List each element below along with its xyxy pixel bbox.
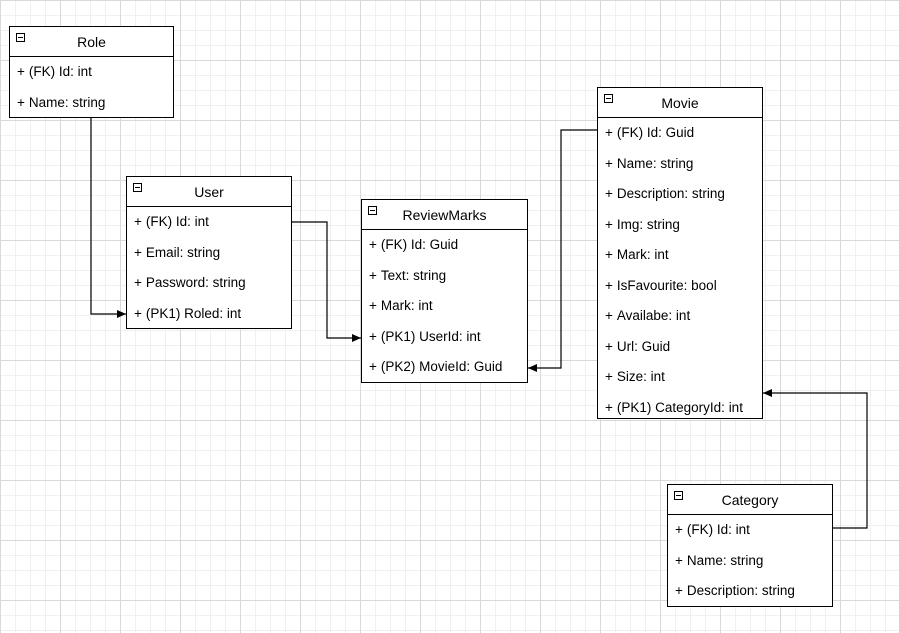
attribute-prefix: + [17, 94, 25, 110]
attribute-text: Mark: int [616, 247, 669, 262]
entity-reviewmarks-header[interactable]: ReviewMarks [362, 200, 527, 230]
attribute-prefix: + [134, 214, 142, 229]
entity-user-header[interactable]: User [127, 177, 291, 207]
attribute-prefix: + [605, 247, 613, 262]
attribute-row[interactable]: +Url: Guid [598, 332, 762, 363]
attribute-prefix: + [369, 359, 377, 374]
attribute-text: Name: string [686, 552, 764, 568]
collapse-icon[interactable] [133, 183, 142, 192]
attribute-text: Img: string [616, 216, 680, 232]
attribute-row[interactable]: +Text: string [362, 261, 527, 292]
connector-movie-reviewmarks[interactable] [528, 129, 597, 372]
entity-movie-title: Movie [661, 95, 699, 111]
entity-reviewmarks[interactable]: ReviewMarks +(FK) Id: Guid +Text: string… [361, 199, 528, 383]
attribute-text: Password: string [145, 275, 246, 290]
connector-user-reviewmarks[interactable] [292, 221, 361, 342]
collapse-icon[interactable] [674, 491, 683, 500]
attribute-text: Description: string [616, 186, 725, 201]
attribute-text: Text: string [380, 267, 447, 283]
attribute-prefix: + [369, 328, 377, 344]
attribute-row[interactable]: +Description: string [598, 179, 762, 210]
attribute-prefix: + [134, 244, 142, 260]
attribute-text: Availabe: int [616, 308, 691, 323]
attribute-row[interactable]: +(PK1) CategoryId: int [598, 393, 762, 424]
attribute-prefix: + [675, 522, 683, 537]
attribute-row[interactable]: +Mark: int [362, 291, 527, 322]
attribute-prefix: + [605, 399, 613, 415]
attribute-text: (FK) Id: int [28, 64, 92, 79]
attribute-row[interactable]: +(FK) Id: Guid [362, 230, 527, 261]
attribute-row[interactable]: +Img: string [598, 210, 762, 241]
attribute-text: (FK) Id: int [145, 214, 209, 229]
collapse-icon[interactable] [368, 206, 377, 215]
attribute-row[interactable]: +Description: string [668, 576, 832, 607]
attribute-prefix: + [605, 338, 613, 354]
attribute-prefix: + [605, 155, 613, 171]
attribute-row[interactable]: +(PK1) Roled: int [127, 299, 291, 330]
attribute-row[interactable]: +(FK) Id: Guid [598, 118, 762, 149]
attribute-prefix: + [675, 552, 683, 568]
attribute-text: Size: int [616, 369, 665, 384]
attribute-text: (FK) Id: Guid [380, 237, 459, 252]
attribute-row[interactable]: +Password: string [127, 268, 291, 299]
attribute-prefix: + [134, 305, 142, 321]
attribute-text: (PK2) MovieId: Guid [380, 359, 503, 374]
entity-user-title: User [194, 184, 224, 200]
attribute-prefix: + [675, 583, 683, 598]
attribute-prefix: + [605, 277, 613, 293]
entity-role-title: Role [77, 34, 106, 50]
attribute-text: Name: string [616, 155, 694, 171]
connector-category-movie[interactable] [763, 389, 868, 529]
entity-category-header[interactable]: Category [668, 485, 832, 515]
attribute-prefix: + [605, 186, 613, 201]
attribute-prefix: + [605, 125, 613, 140]
attribute-prefix: + [369, 267, 377, 283]
attribute-prefix: + [369, 298, 377, 313]
attribute-text: Name: string [28, 94, 106, 110]
entity-reviewmarks-title: ReviewMarks [402, 207, 487, 223]
attribute-row[interactable]: +Name: string [668, 546, 832, 577]
attribute-text: Description: string [686, 583, 795, 598]
attribute-text: (PK1) CategoryId: int [616, 399, 743, 415]
attribute-row[interactable]: +Mark: int [598, 240, 762, 271]
entity-role-header[interactable]: Role [10, 27, 173, 57]
attribute-prefix: + [369, 237, 377, 252]
attribute-text: Url: Guid [616, 338, 671, 354]
attribute-text: IsFavourite: bool [616, 277, 717, 293]
attribute-row[interactable]: +IsFavourite: bool [598, 271, 762, 302]
connector-role-user[interactable] [90, 118, 126, 318]
entity-user[interactable]: User +(FK) Id: int +Email: string +Passw… [126, 176, 292, 329]
collapse-icon[interactable] [604, 94, 613, 103]
attribute-text: Mark: int [380, 298, 433, 313]
attribute-row[interactable]: +Availabe: int [598, 301, 762, 332]
entity-category-title: Category [721, 492, 779, 508]
attribute-text: (PK1) UserId: int [380, 328, 481, 344]
entity-role[interactable]: Role +(FK) Id: int +Name: string [9, 26, 174, 118]
attribute-prefix: + [605, 369, 613, 384]
collapse-icon[interactable] [16, 33, 25, 42]
attribute-row[interactable]: +(PK1) UserId: int [362, 322, 527, 353]
attribute-text: (FK) Id: int [686, 522, 750, 537]
attribute-row[interactable]: +Size: int [598, 362, 762, 393]
entity-movie[interactable]: Movie +(FK) Id: Guid +Name: string +Desc… [597, 87, 763, 419]
attribute-row[interactable]: +(PK2) MovieId: Guid [362, 352, 527, 383]
attribute-row[interactable]: +(FK) Id: int [127, 207, 291, 238]
attribute-row[interactable]: +(FK) Id: int [10, 57, 173, 88]
attribute-prefix: + [17, 64, 25, 79]
attribute-text: Email: string [145, 244, 221, 260]
attribute-text: (PK1) Roled: int [145, 305, 242, 321]
attribute-prefix: + [605, 216, 613, 232]
entity-movie-header[interactable]: Movie [598, 88, 762, 118]
attribute-row[interactable]: +(FK) Id: int [668, 515, 832, 546]
attribute-row[interactable]: +Name: string [10, 88, 173, 119]
entity-category[interactable]: Category +(FK) Id: int +Name: string +De… [667, 484, 833, 607]
attribute-row[interactable]: +Name: string [598, 149, 762, 180]
attribute-text: (FK) Id: Guid [616, 125, 695, 140]
attribute-row[interactable]: +Email: string [127, 238, 291, 269]
attribute-prefix: + [605, 308, 613, 323]
attribute-prefix: + [134, 275, 142, 290]
